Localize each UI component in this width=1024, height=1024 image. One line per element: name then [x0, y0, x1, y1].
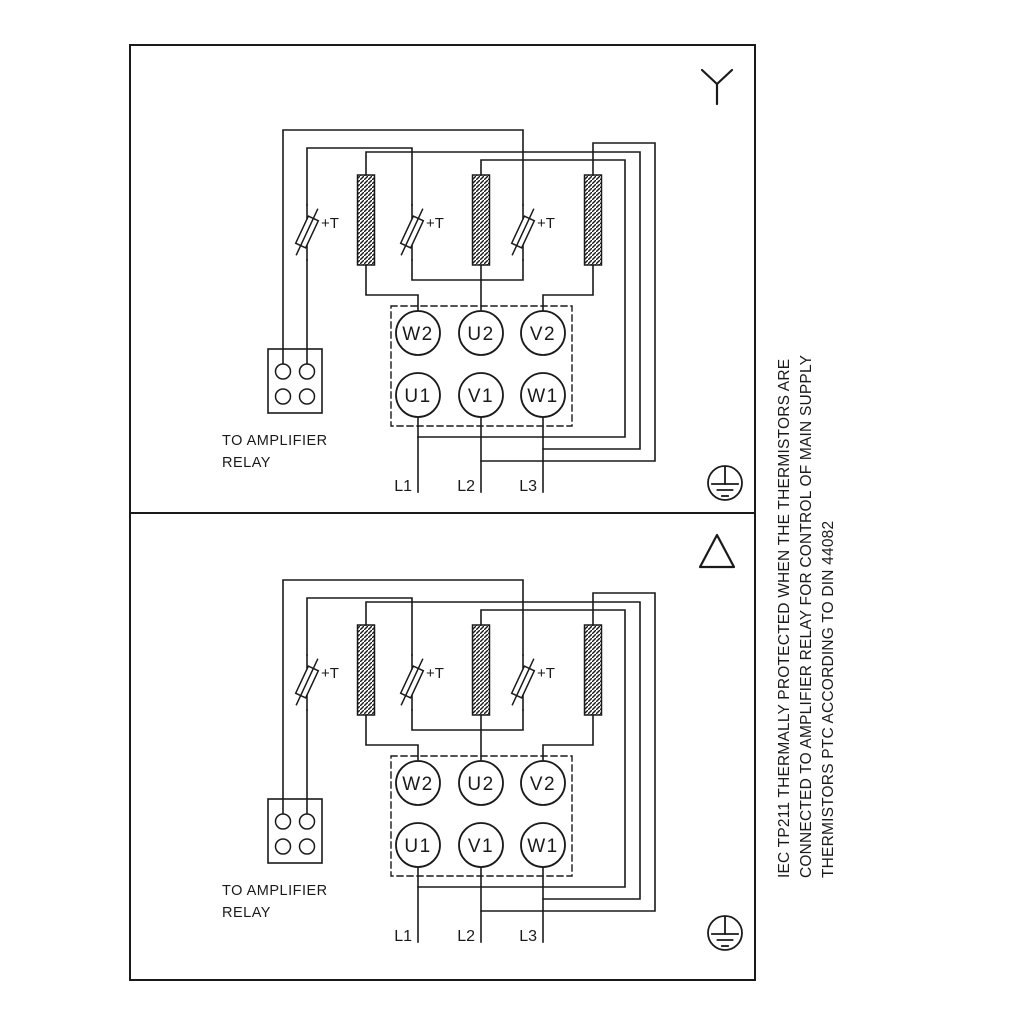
delta-connection-icon	[698, 533, 736, 569]
star-connection-icon	[700, 68, 734, 106]
delta-connection-half	[221, 579, 743, 951]
side-note: IEC TP211 THERMALLY PROTECTED WHEN THE T…	[776, 355, 837, 878]
side-note-line1: IEC TP211 THERMALLY PROTECTED WHEN THE T…	[776, 359, 793, 878]
star-connection-half	[221, 129, 743, 501]
side-note-line3: THERMISTORS PTC ACCORDING TO DIN 44082	[820, 521, 837, 878]
side-note-line2: CONNECTED TO AMPLIFIER RELAY FOR CONTROL…	[798, 355, 815, 878]
